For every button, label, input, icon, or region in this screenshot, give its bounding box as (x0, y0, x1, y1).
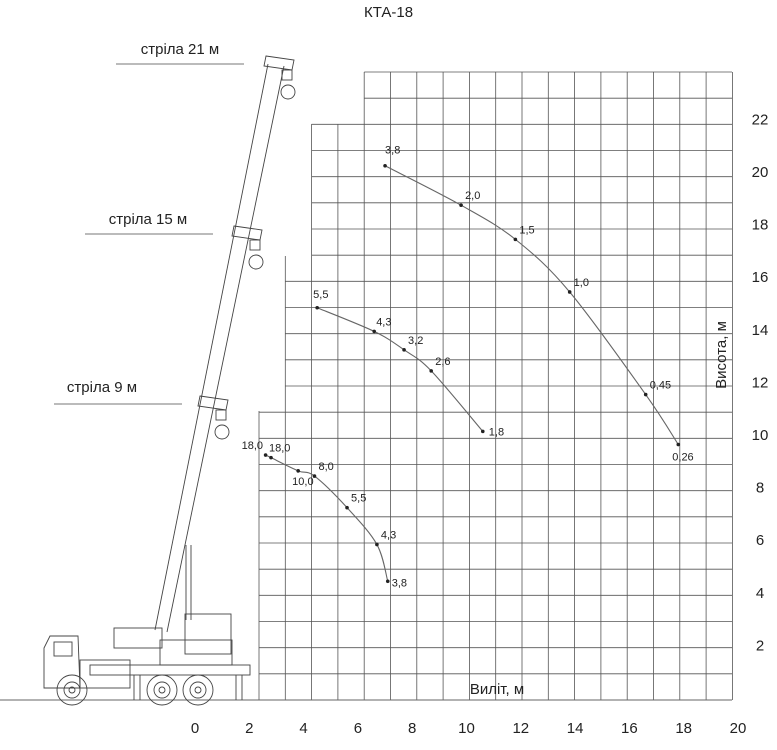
load-curve (316, 307, 484, 432)
point-label: 2,0 (465, 190, 480, 202)
x-tick-label: 10 (458, 720, 475, 737)
y-tick-label: 22 (752, 111, 769, 128)
data-point (375, 542, 379, 547)
y-tick-label: 2 (756, 637, 764, 654)
data-point (676, 442, 681, 447)
point-label: 18,0 (269, 443, 290, 455)
data-point (402, 348, 406, 352)
x-tick-label: 16 (621, 720, 638, 737)
x-tick-label: 8 (408, 720, 416, 737)
y-tick-label: 6 (756, 532, 764, 549)
y-tick-label: 4 (756, 585, 764, 602)
point-label: 0,26 (672, 452, 693, 464)
y-tick-label: 20 (752, 164, 769, 181)
point-label: 1,0 (574, 277, 589, 289)
point-label: 8,0 (318, 461, 333, 473)
point-label: 5,5 (351, 493, 366, 505)
x-tick-label: 20 (730, 720, 747, 737)
x-tick-label: 6 (354, 720, 362, 737)
data-point (429, 369, 434, 373)
point-label: 3,8 (385, 145, 400, 157)
data-point (459, 203, 463, 207)
data-point (383, 163, 387, 168)
point-label: 2,6 (435, 356, 450, 368)
data-point (345, 505, 349, 510)
x-tick-label: 14 (567, 720, 584, 737)
x-tick-label: 12 (512, 720, 529, 737)
y-tick-label: 18 (752, 217, 769, 234)
crane-drawing (43, 55, 296, 706)
x-tick-label: 2 (245, 720, 253, 737)
chart-title: КТА-18 (363, 4, 414, 21)
load-curves: 3,8 2,0 1,5 1,0 0,45 0,26 5,5 4,3 3,2 2,6 1,8 18,0 1… (242, 145, 694, 590)
y-tick-label: 14 (752, 322, 769, 339)
data-point (480, 429, 485, 434)
x-tick-label: 18 (675, 720, 692, 737)
data-point (372, 329, 376, 334)
data-point (312, 474, 317, 478)
x-tick-label: 0 (191, 720, 199, 737)
y-tick-label: 10 (752, 427, 769, 444)
load-curve (265, 454, 389, 582)
point-label: 10,0 (292, 476, 313, 488)
data-point (269, 455, 273, 460)
data-point (513, 237, 518, 242)
data-point (296, 469, 300, 473)
grid (0, 71, 733, 701)
point-label: 4,3 (381, 529, 396, 541)
data-point (567, 290, 572, 294)
point-label: 3,8 (392, 577, 407, 589)
boom-label-15: стріла 15 м (109, 211, 187, 228)
point-label: 1,5 (519, 224, 534, 236)
y-tick-label: 16 (752, 269, 769, 286)
point-label: 3,2 (408, 335, 423, 347)
x-tick-label: 4 (299, 720, 307, 737)
point-label: 5,5 (313, 289, 328, 301)
load-curve (384, 165, 679, 445)
data-point (263, 453, 268, 457)
data-point (643, 392, 648, 397)
x-axis-title: Виліт, м (470, 681, 524, 698)
boom-label-9: стріла 9 м (67, 379, 137, 396)
y-tick-label: 12 (752, 374, 769, 391)
data-point (385, 579, 390, 584)
y-tick-label: 8 (756, 480, 764, 497)
boom-label-21: стріла 21 м (141, 41, 219, 58)
point-label: 0,45 (650, 380, 671, 392)
point-label: 1,8 (489, 426, 504, 438)
axis-labels: 0 2 4 6 8 10 12 14 16 18 20 2 4 6 8 10 12 14 16 18 20 22 (191, 111, 769, 737)
point-label: 18,0 (242, 440, 263, 452)
point-label: 4,3 (376, 316, 391, 328)
y-axis-title: Висота, м (713, 321, 730, 389)
data-point (315, 305, 319, 310)
